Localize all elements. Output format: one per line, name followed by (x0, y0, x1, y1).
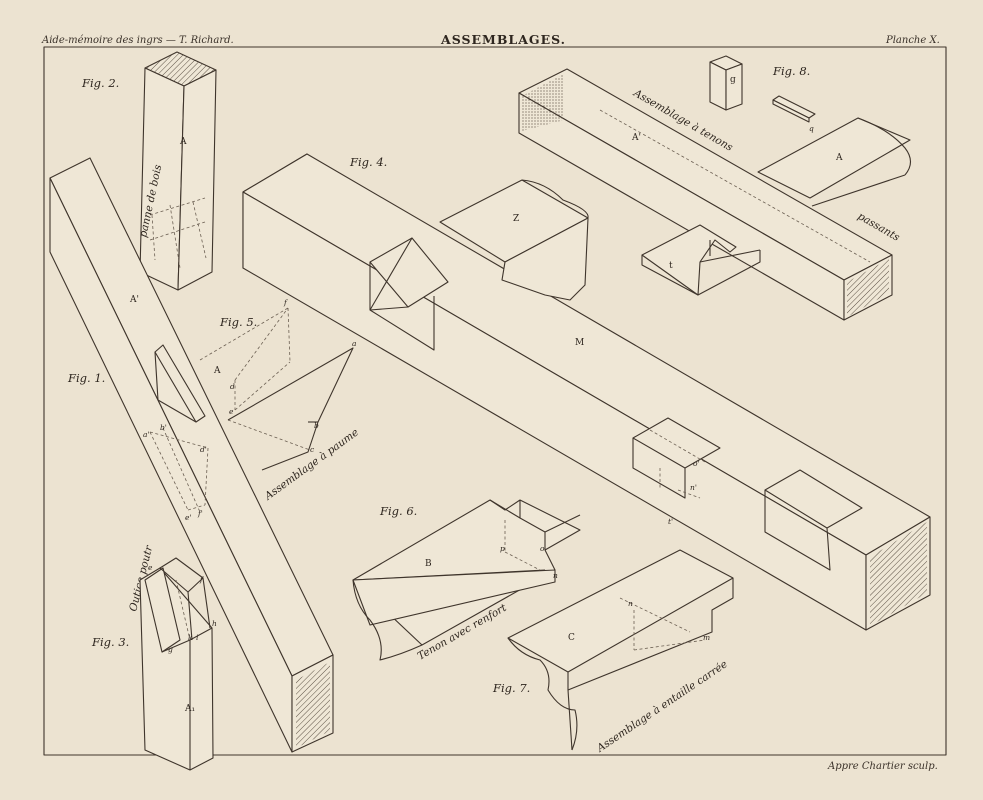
label-n-fig6: n (553, 571, 558, 580)
header-right: Planche X. (885, 35, 940, 46)
label-C: C (568, 633, 575, 643)
page-title: ASSEMBLAGES. (440, 32, 566, 47)
engraver-credit: Appre Chartier sculp. (827, 761, 938, 772)
label-o-fig6: o (540, 544, 545, 553)
label-A-fig8: A (835, 153, 843, 163)
label-Z: Z (513, 214, 519, 224)
label-e-fig5: e (229, 407, 234, 416)
label-q-fig8: q (809, 124, 814, 133)
label-a-fig5: a (352, 339, 356, 348)
fig1-beam (49, 157, 334, 753)
fig4-label: Fig. 4. (349, 155, 387, 169)
label-g-fig3: g (168, 645, 173, 654)
label-n-prime: n' (690, 483, 697, 492)
label-b-fig5: b (314, 421, 319, 430)
fig4-beam (242, 153, 931, 631)
label-f-fig3: f (199, 575, 204, 584)
fig6-joint (352, 499, 581, 661)
label-t-prime: t' (668, 517, 673, 526)
fig1-label: Fig. 1. (67, 371, 105, 385)
label-B: B (425, 559, 432, 569)
label-e-prime: e' (185, 513, 192, 522)
fig6-label: Fig. 6. (379, 504, 417, 518)
label-d-prime: d' (200, 445, 207, 454)
label-A-fig2: A (179, 137, 187, 147)
fig7-joint (507, 549, 734, 751)
label-M: M (575, 338, 584, 348)
fig3-label: Fig. 3. (91, 635, 129, 649)
label-o-prime: o' (693, 459, 700, 468)
label-A1: A₁ (184, 704, 195, 714)
label-f-fig5: f (283, 298, 288, 307)
label-t-fig8: t (669, 261, 673, 271)
label-A-fig5: A (213, 366, 221, 376)
fig5-label: Fig. 5. (219, 315, 257, 329)
label-A-prime-fig1: A' (129, 295, 139, 305)
fig8-joint (518, 55, 912, 321)
fig8-label: Fig. 8. (772, 64, 810, 78)
label-n-fig7: n (628, 599, 633, 608)
label-f-prime: f' (197, 509, 203, 518)
label-p-fig6: p (500, 544, 505, 553)
label-h-fig3: h (212, 619, 217, 628)
plate-frame (43, 46, 947, 756)
fig2-label: Fig. 2. (81, 76, 119, 90)
label-k-fig3: k (188, 633, 193, 642)
label-c-fig5: c (310, 445, 315, 454)
fig2-post (139, 51, 217, 291)
label-b-prime: b' (160, 423, 167, 432)
fig3-post (139, 557, 214, 771)
label-m-fig7: m (703, 633, 710, 642)
caption-entaille: Assemblage à entaille carrée (594, 658, 730, 755)
label-a-prime: a' (143, 430, 150, 439)
header-left: Aide-mémoire des ingrs — T. Richard. (41, 35, 234, 46)
label-d-fig5: d (230, 382, 235, 391)
fig7-label: Fig. 7. (492, 681, 530, 695)
label-A-prime-fig8: A' (631, 133, 641, 143)
label-e-fig3: e (148, 563, 153, 572)
label-g-fig8: g (730, 75, 736, 85)
fig5-joint (199, 307, 354, 471)
label-i-fig3: i (196, 633, 199, 642)
